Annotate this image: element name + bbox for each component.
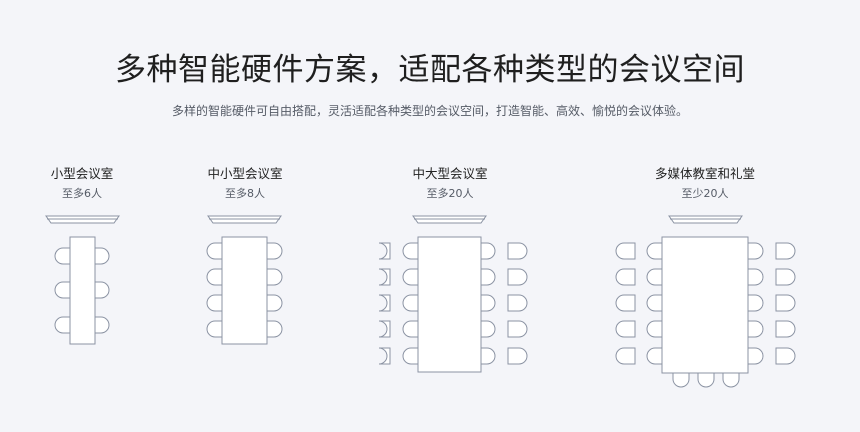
chair-icon <box>479 242 496 260</box>
chair-icon <box>507 320 528 338</box>
room-name: 中大型会议室 <box>412 166 488 181</box>
layout-small-medium <box>206 215 283 345</box>
chair-icon <box>646 294 663 312</box>
room-name: 中小型会议室 <box>207 166 283 181</box>
chair-icon <box>672 372 690 388</box>
chair-icon <box>615 268 636 286</box>
page-title: 多种智能硬件方案，适配各种类型的会议空间 <box>115 52 745 88</box>
chair-icon <box>266 320 283 338</box>
room-small: 小型会议室 至多6人 <box>20 0 144 432</box>
chair-icon <box>206 268 223 286</box>
chair-icon <box>54 247 71 265</box>
room-small-medium: 中小型会议室 至多8人 <box>183 0 307 432</box>
chair-icon <box>402 347 419 365</box>
chair-icon <box>266 268 283 286</box>
chair-icon <box>646 268 663 286</box>
chair-icon <box>378 242 391 260</box>
chair-icon <box>479 320 496 338</box>
chair-icon <box>93 247 110 265</box>
layout-medium-large <box>378 215 528 373</box>
chair-icon <box>266 294 283 312</box>
chair-icon <box>378 268 391 286</box>
table-icon <box>69 236 96 345</box>
chair-icon <box>402 268 419 286</box>
chair-icon <box>378 294 391 312</box>
chair-icon <box>615 242 636 260</box>
chair-icon <box>747 347 764 365</box>
chair-icon <box>615 320 636 338</box>
room-multimedia: 多媒体教室和礼堂 至少20人 <box>640 0 770 432</box>
layout-multimedia <box>615 215 796 388</box>
chair-icon <box>615 347 636 365</box>
chair-icon <box>266 242 283 260</box>
room-capacity: 至多8人 <box>225 187 265 200</box>
chair-icon <box>507 268 528 286</box>
chair-icon <box>507 242 528 260</box>
table-icon <box>661 236 749 374</box>
chair-icon <box>206 242 223 260</box>
chair-icon <box>402 242 419 260</box>
room-medium-large: 中大型会议室 至多20人 <box>388 0 512 432</box>
chair-icon <box>775 320 796 338</box>
chair-icon <box>697 372 715 388</box>
chair-icon <box>722 372 740 388</box>
chair-icon <box>402 320 419 338</box>
layout-small <box>45 215 120 345</box>
chair-icon <box>54 281 71 299</box>
chair-icon <box>775 294 796 312</box>
chair-icon <box>93 281 110 299</box>
chair-icon <box>93 316 110 334</box>
table-icon <box>417 236 482 373</box>
room-capacity: 至少20人 <box>681 187 729 200</box>
room-name: 多媒体教室和礼堂 <box>654 166 755 181</box>
chair-icon <box>775 242 796 260</box>
chair-icon <box>206 294 223 312</box>
chair-icon <box>54 316 71 334</box>
chair-icon <box>615 294 636 312</box>
page-subtitle: 多样的智能硬件可自由搭配，灵活适配各种类型的会议空间，打造智能、高效、愉悦的会议… <box>171 104 688 118</box>
chair-icon <box>507 294 528 312</box>
chair-icon <box>507 347 528 365</box>
chair-icon <box>206 320 223 338</box>
chair-icon <box>747 268 764 286</box>
chair-icon <box>775 268 796 286</box>
chair-icon <box>775 347 796 365</box>
room-capacity: 至多6人 <box>62 187 102 200</box>
chair-icon <box>747 294 764 312</box>
room-name: 小型会议室 <box>50 166 114 181</box>
chair-icon <box>378 347 391 365</box>
chair-icon <box>646 347 663 365</box>
table-icon <box>221 236 268 345</box>
chair-icon <box>747 320 764 338</box>
chair-icon <box>378 320 391 338</box>
chair-icon <box>646 242 663 260</box>
chair-icon <box>646 320 663 338</box>
chair-icon <box>747 242 764 260</box>
chair-icon <box>479 268 496 286</box>
chair-icon <box>479 347 496 365</box>
chair-icon <box>402 294 419 312</box>
room-capacity: 至多20人 <box>426 187 474 200</box>
chair-icon <box>479 294 496 312</box>
